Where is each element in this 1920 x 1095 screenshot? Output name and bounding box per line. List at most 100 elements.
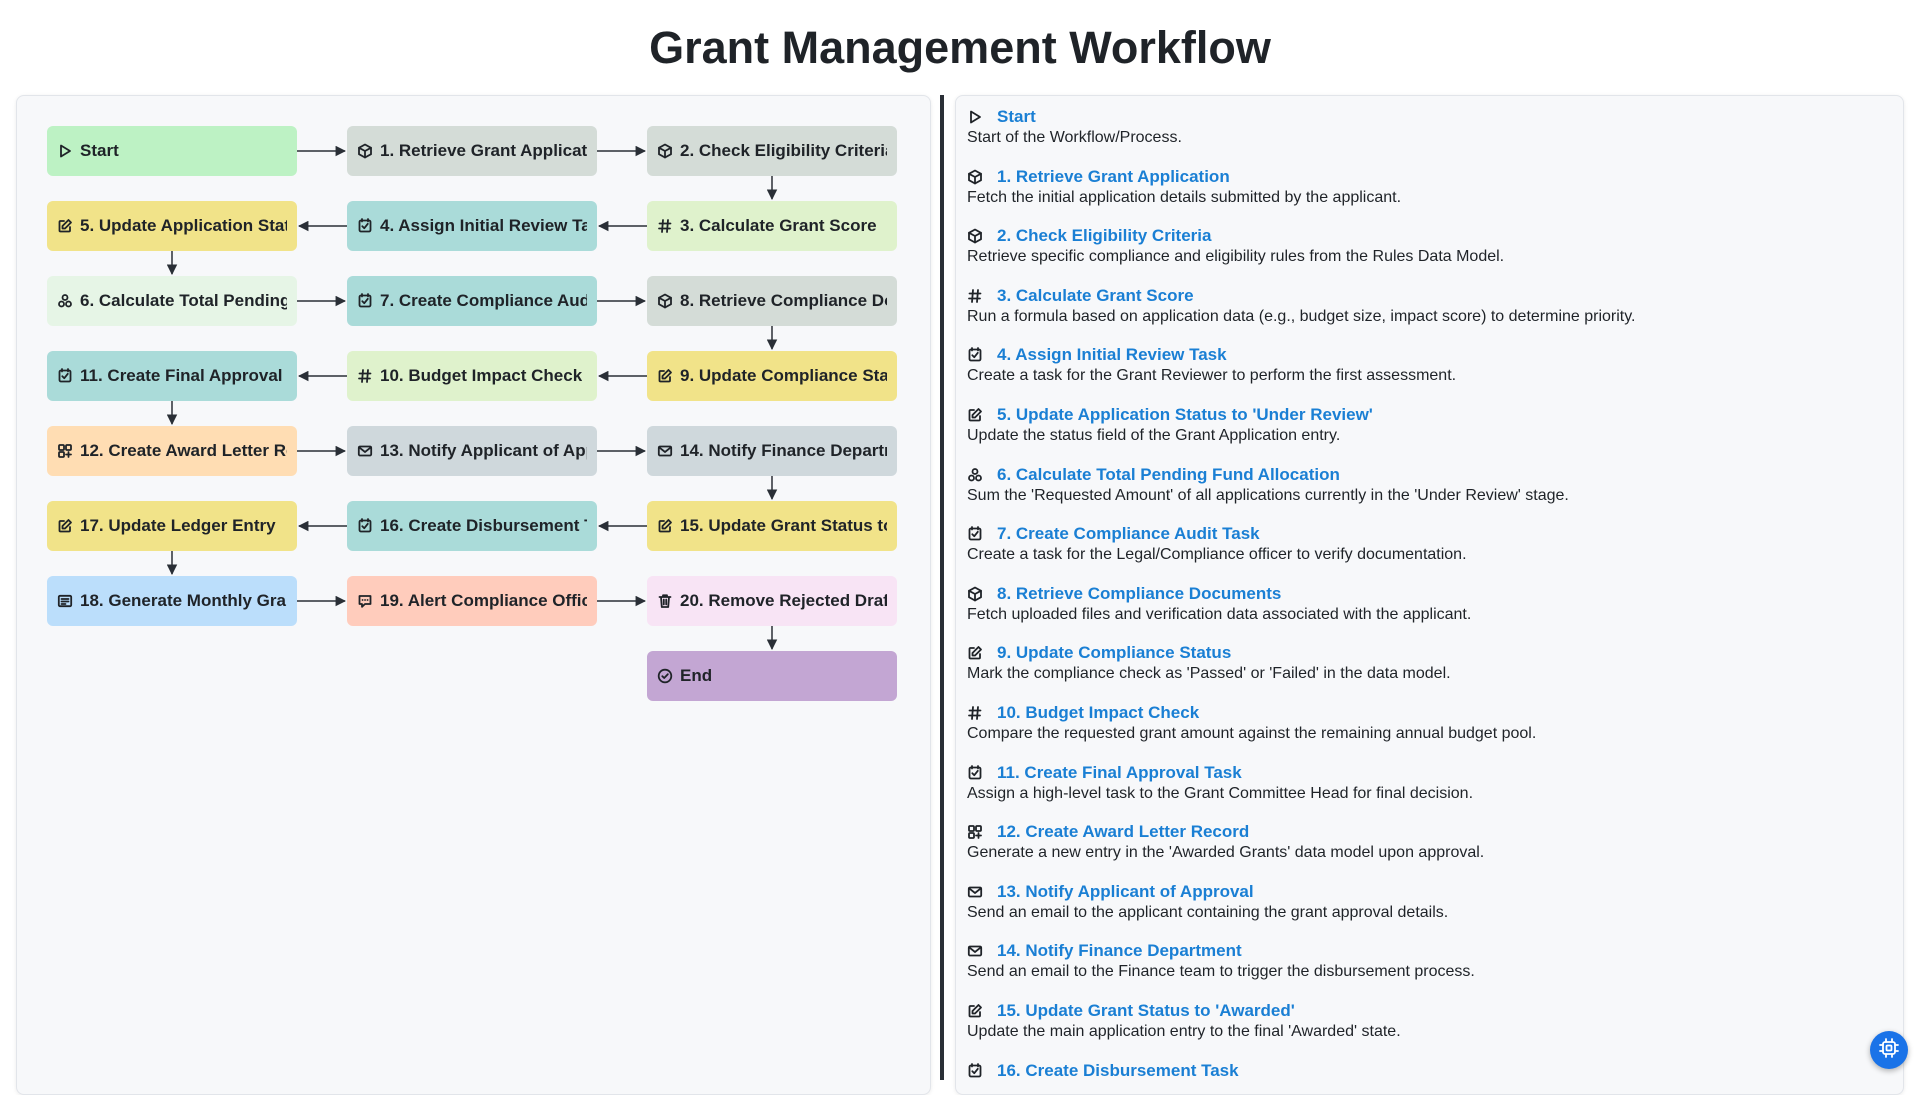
cube-icon (357, 143, 373, 159)
workflow-node-n11[interactable]: 11. Create Final Approval Task (47, 351, 297, 401)
workflow-node-n2[interactable]: 2. Check Eligibility Criteria (647, 126, 897, 176)
step-title-link[interactable]: 5. Update Application Status to 'Under R… (997, 405, 1373, 424)
assistant-button[interactable] (1870, 1031, 1908, 1069)
step-title-link[interactable]: 11. Create Final Approval Task (997, 762, 1242, 782)
workflow-node-label: 12. Create Award Letter Record (80, 441, 287, 460)
mail-icon (967, 943, 983, 959)
step-header: 10. Budget Impact Check (967, 702, 1887, 724)
step-title-link[interactable]: 16. Create Disbursement Task (997, 1060, 1239, 1080)
step-description: Assign a high-level task to the Grant Co… (967, 784, 1474, 802)
workflow-node-label: 8. Retrieve Compliance Documents (680, 291, 887, 310)
workflow-node-n20[interactable]: 20. Remove Rejected Drafts (647, 576, 897, 626)
step-title-link[interactable]: 1. Retrieve Grant Application (997, 166, 1230, 186)
step-header: 7. Create Compliance Audit Task (967, 523, 1887, 545)
mail-icon (967, 884, 983, 900)
workflow-node-n12[interactable]: 12. Create Award Letter Record (47, 426, 297, 476)
checkbox-icon (357, 293, 373, 309)
workflow-node-n9[interactable]: 9. Update Compliance Status (647, 351, 897, 401)
trash-icon (657, 593, 673, 609)
step-title-link[interactable]: Start (997, 107, 1036, 126)
step-title-link[interactable]: 15. Update Grant Status to 'Awarded' (997, 1001, 1295, 1020)
workflow-node-label: 11. Create Final Approval Task (80, 366, 287, 385)
step-title-link[interactable]: 13. Notify Applicant of Approval (997, 881, 1254, 901)
chat-alert-icon (357, 593, 373, 609)
workflow-node-n4[interactable]: 4. Assign Initial Review Task (347, 201, 597, 251)
step-title-link[interactable]: 7. Create Compliance Audit Task (997, 524, 1260, 544)
step-title-link[interactable]: 9. Update Compliance Status (997, 643, 1232, 663)
panel-resize-handle[interactable] (940, 95, 944, 1080)
play-icon (57, 143, 73, 159)
workflow-node-label: 16. Create Disbursement Task (380, 516, 587, 535)
step-title-link[interactable]: 8. Retrieve Compliance Documents (997, 583, 1282, 603)
workflow-node-start[interactable]: Start (47, 126, 297, 176)
workflow-node-label: 5. Update Application Status to 'Under R… (80, 216, 287, 235)
step-title-link[interactable]: 10. Budget Impact Check (997, 703, 1200, 722)
step-description: Update the status field of the Grant App… (967, 427, 1341, 444)
workflow-node-n3[interactable]: 3. Calculate Grant Score (647, 201, 897, 251)
workflow-node-end[interactable]: End (647, 651, 897, 701)
workflow-node-n18[interactable]: 18. Generate Monthly Grant Report (47, 576, 297, 626)
step-title-link[interactable]: 6. Calculate Total Pending Fund Allocati… (997, 464, 1340, 484)
mail-icon (657, 443, 673, 459)
step-title-link[interactable]: 2. Check Eligibility Criteria (997, 226, 1212, 246)
workflow-node-n8[interactable]: 8. Retrieve Compliance Documents (647, 276, 897, 326)
workflow-node-n19[interactable]: 19. Alert Compliance Officer (347, 576, 597, 626)
edit-icon (57, 518, 73, 534)
step-description: Fetch uploaded files and verification da… (967, 605, 1472, 623)
checkbox-icon (967, 347, 983, 363)
workflow-node-n15[interactable]: 15. Update Grant Status to 'Awarded' (647, 501, 897, 551)
workflow-node-n14[interactable]: 14. Notify Finance Department (647, 426, 897, 476)
mail-icon (357, 443, 373, 459)
edit-icon (967, 1003, 983, 1019)
edit-icon (657, 518, 673, 534)
step-title-link[interactable]: 14. Notify Finance Department (997, 941, 1242, 961)
workflow-node-n6[interactable]: 6. Calculate Total Pending Fund Allocati… (47, 276, 297, 326)
edit-icon (967, 645, 983, 661)
play-icon (967, 109, 983, 125)
step-title-link[interactable]: 4. Assign Initial Review Task (997, 345, 1227, 365)
step-title-link[interactable]: 3. Calculate Grant Score (997, 285, 1194, 305)
workflow-node-label: 10. Budget Impact Check (380, 366, 583, 385)
grid-plus-icon (967, 824, 983, 840)
workflow-node-n16[interactable]: 16. Create Disbursement Task (347, 501, 597, 551)
workflow-diagram-panel: Start 1. Retrieve Grant Application 2. Che… (16, 95, 931, 1095)
page-title: Grant Management Workflow (649, 22, 1271, 73)
step-item: 5. Update Application Status to 'Under R… (967, 404, 1887, 445)
workflow-node-n17[interactable]: 17. Update Ledger Entry (47, 501, 297, 551)
step-header: 8. Retrieve Compliance Documents (967, 583, 1887, 605)
workflow-node-n1[interactable]: 1. Retrieve Grant Application (347, 126, 597, 176)
edit-icon (657, 368, 673, 384)
workflow-node-label: 13. Notify Applicant of Approval (380, 441, 587, 460)
workflow-node-n10[interactable]: 10. Budget Impact Check (347, 351, 597, 401)
step-item: 16. Create Disbursement Task (967, 1060, 1887, 1082)
workflow-node-n5[interactable]: 5. Update Application Status to 'Under R… (47, 201, 297, 251)
step-title-link[interactable]: 12. Create Award Letter Record (997, 822, 1250, 842)
step-header: 16. Create Disbursement Task (967, 1060, 1887, 1082)
workflow-node-n7[interactable]: 7. Create Compliance Audit Task (347, 276, 597, 326)
workflow-node-label: 14. Notify Finance Department (680, 441, 887, 460)
workflow-node-label: End (680, 666, 713, 685)
workflow-node-label: 15. Update Grant Status to 'Awarded' (680, 516, 887, 535)
cube-icon (657, 143, 673, 159)
hash-icon (657, 218, 673, 234)
workflow-node-label: 4. Assign Initial Review Task (380, 216, 587, 235)
step-description: Mark the compliance check as 'Passed' or… (967, 665, 1451, 683)
workflow-node-label: Start (80, 141, 119, 160)
edit-icon (967, 407, 983, 423)
workflow-node-n13[interactable]: 13. Notify Applicant of Approval (347, 426, 597, 476)
step-item: 15. Update Grant Status to 'Awarded'Upda… (967, 1000, 1887, 1041)
checkbox-icon (967, 764, 983, 781)
step-header: 4. Assign Initial Review Task (967, 344, 1887, 366)
checkbox-icon (357, 518, 373, 534)
checkbox-icon (967, 1062, 983, 1079)
cube-icon (967, 169, 983, 185)
